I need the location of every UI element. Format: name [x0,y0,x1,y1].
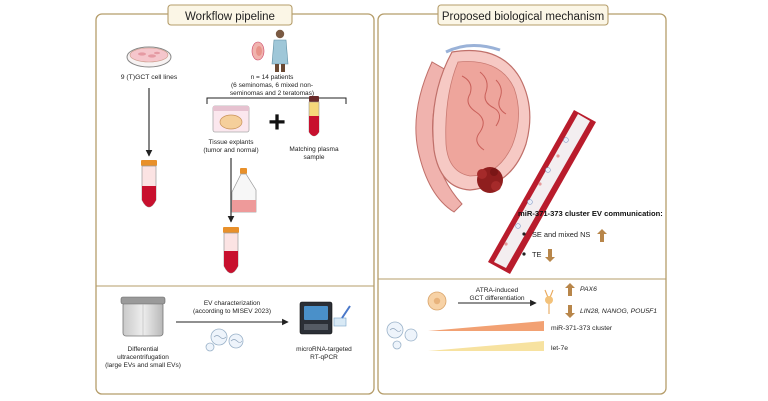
atra-label-2: GCT differentiation [469,295,524,302]
qpcr-machine-icon [299,301,351,335]
uc-label-1: Differential [128,346,160,353]
mir-cluster-label: miR-371-373 cluster [551,325,613,332]
tissue-label-1: Tissue explants [209,139,255,146]
mechanism-panel: Proposed biological mechanism [377,4,667,395]
centrifuge-tube-icon [141,160,157,208]
blood-vessel-icon [488,110,596,274]
mir-371-373-wedge [428,321,544,331]
bullet-dot [522,232,526,236]
cluster-title: miR-371-373 cluster EV communication: [518,209,663,218]
tissue-explant-icon [212,105,250,133]
ultracentrifuge-icon [120,296,166,337]
patients-detail-1: (6 seminomas, 6 mixed non- [231,82,313,89]
gene-down-arrow-icon [565,305,575,318]
plus-sign: + [268,106,286,139]
workflow-title: Workflow pipeline [185,11,275,23]
testis-anatomy-icon [415,44,531,213]
ev-char-label-2: (according to MISEV 2023) [193,308,271,315]
culture-flask-icon [231,168,257,213]
petri-dish-icon [126,46,172,68]
gene-up-arrow-icon [565,283,575,296]
let-7e-label: let-7e [551,345,568,352]
bullet-se-nst: SE and mixed NS [532,230,590,239]
arrow-up-icon [597,229,607,242]
atra-label-1: ATRA-induced [476,287,519,294]
ev-char-label-1: EV characterization [204,300,261,307]
qpcr-label-1: microRNA-targeted [296,346,352,353]
workflow-panel: Workflow pipeline 9 (T)GCT cell lines [95,4,375,395]
plasma-label-2: sample [304,154,325,161]
vesicles-icon [386,321,418,350]
neuron-icon [544,289,554,314]
patients-detail-2: seminomas and 2 teratomas) [230,90,314,97]
bullet-dot-2 [522,252,526,256]
qpcr-label-2: RT-qPCR [310,354,338,361]
mechanism-title: Proposed biological mechanism [442,11,604,23]
tumor-icon [477,167,503,193]
cell-lines-label: 9 (T)GCT cell lines [121,74,178,81]
uc-label-2: ultracentrifugation [117,354,169,361]
gene-up-label: PAX6 [580,286,597,293]
patients-count: n = 14 patients [251,74,295,81]
arrow-down-icon [545,249,555,262]
plasma-tube-icon [308,96,320,137]
testis-icon [251,41,265,61]
bullet-te: TE [532,250,542,259]
gene-down-label: LIN28, NANOG, POU5F1 [580,308,657,315]
let-7e-wedge [428,341,544,351]
plasma-label-1: Matching plasma [289,146,339,153]
gct-cell-icon [427,291,447,311]
centrifuge-tube-icon-2 [223,227,239,274]
extracellular-vesicles-icon [205,328,244,352]
bracket [206,97,347,104]
patient-icon [271,29,289,72]
uc-label-3: (large EVs and small EVs) [105,362,181,369]
tissue-label-2: (tumor and normal) [203,147,258,154]
